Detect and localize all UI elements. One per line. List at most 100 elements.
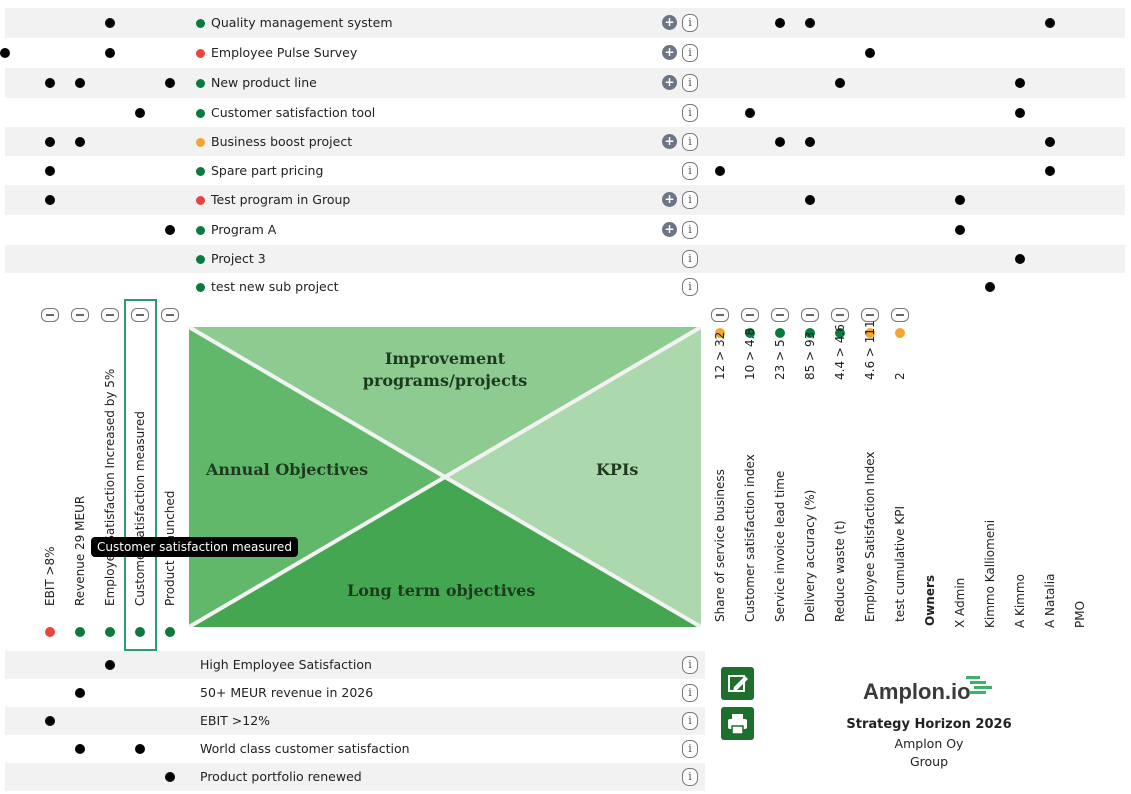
collapse-icon[interactable] (831, 308, 849, 322)
info-icon[interactable]: i (682, 740, 698, 758)
kpi-value-text: 23 > 5 (773, 339, 787, 380)
expand-plus-icon[interactable]: + (662, 133, 677, 149)
info-icon[interactable]: i (682, 161, 698, 180)
expand-plus-icon[interactable]: + (662, 15, 677, 30)
kpi-value-text: 4.6 > 111 (863, 320, 877, 380)
long-term-row[interactable] (5, 707, 705, 735)
expand-plus-icon[interactable]: + (662, 45, 677, 60)
owner-label-text: A Kimmo (1013, 574, 1027, 628)
collapse-icon[interactable] (161, 308, 179, 322)
collapse-icon[interactable] (101, 308, 119, 322)
matrix-dot (105, 660, 115, 670)
expand-plus-icon[interactable]: + (662, 75, 677, 90)
program-row[interactable] (5, 8, 1125, 38)
info-icon[interactable]: i (682, 712, 698, 730)
info-icon[interactable]: i (682, 221, 698, 239)
owner-label-text: X Admin (953, 577, 967, 628)
kpi-value-text: 4.4 > 4.6 (833, 324, 847, 380)
info-icon[interactable]: i (682, 684, 698, 702)
matrix-dot (165, 772, 175, 782)
long-term-row[interactable] (5, 651, 705, 679)
program-row[interactable] (5, 245, 1125, 273)
matrix-dot (45, 195, 55, 205)
info-icon[interactable]: i (682, 103, 698, 122)
status-dot (196, 196, 205, 205)
brand-unit: Group (909, 754, 949, 769)
matrix-dot (135, 744, 145, 754)
program-row[interactable] (5, 156, 1125, 185)
matrix-dot (745, 107, 755, 118)
collapse-icon[interactable] (131, 308, 149, 322)
edit-button[interactable] (721, 667, 754, 700)
matrix-dot (0, 48, 10, 58)
collapse-icon[interactable] (711, 308, 729, 322)
kpi-label-text: Customer satisfaction index (743, 454, 757, 622)
info-icon[interactable]: i (682, 250, 698, 268)
program-label[interactable]: test new sub project (196, 279, 339, 295)
collapse-icon[interactable] (71, 308, 89, 322)
program-row[interactable] (5, 68, 1125, 98)
print-button[interactable] (721, 707, 754, 740)
info-icon[interactable]: i (682, 191, 698, 209)
program-row[interactable] (5, 273, 1125, 301)
owner-label-text: A Natalia (1043, 573, 1057, 628)
program-label[interactable]: Employee Pulse Survey (196, 45, 357, 61)
owner-label-text: PMO (1073, 600, 1087, 628)
x-top-triangle (189, 327, 701, 477)
program-label[interactable]: Business boost project (196, 134, 352, 150)
program-row[interactable] (5, 38, 1125, 68)
print-icon (728, 714, 747, 735)
info-icon[interactable]: i (682, 656, 698, 674)
matrix-dot (105, 48, 115, 58)
status-dot (196, 166, 205, 176)
program-label[interactable]: Customer satisfaction tool (196, 105, 375, 121)
program-row[interactable] (5, 185, 1125, 215)
program-row[interactable] (5, 127, 1125, 156)
long-term-label[interactable]: 50+ MEUR revenue in 2026 (200, 685, 374, 700)
matrix-dot (165, 78, 175, 88)
collapse-icon[interactable] (801, 308, 819, 322)
long-term-label[interactable]: EBIT >12% (200, 713, 271, 728)
long-term-row[interactable] (5, 763, 705, 791)
long-term-label[interactable]: World class customer satisfaction (200, 741, 410, 756)
info-icon[interactable]: i (682, 74, 698, 92)
highlighted-column (124, 299, 157, 651)
program-label[interactable]: Spare part pricing (196, 163, 323, 179)
annual-objective-text: EBIT >8% (43, 546, 57, 606)
program-label-text: Test program in Group (211, 192, 351, 207)
matrix-dot (955, 225, 965, 235)
kpi-label-text: Service invoice lead time (773, 470, 787, 622)
expand-plus-icon[interactable]: + (662, 222, 677, 237)
status-dot (105, 627, 115, 637)
matrix-dot (165, 225, 175, 235)
program-label-text: New product line (211, 75, 317, 90)
status-dot (835, 328, 845, 338)
info-icon[interactable]: i (682, 768, 698, 786)
collapse-icon[interactable] (891, 308, 909, 322)
program-label[interactable]: Test program in Group (196, 192, 350, 208)
program-label[interactable]: Project 3 (196, 251, 266, 267)
status-dot (865, 328, 875, 338)
matrix-dot (1045, 136, 1055, 147)
collapse-icon[interactable] (741, 308, 759, 322)
program-row[interactable] (5, 98, 1125, 127)
matrix-dot (1015, 78, 1025, 88)
collapse-icon[interactable] (861, 308, 879, 322)
collapse-icon[interactable] (41, 308, 59, 322)
program-label-text: Program A (211, 222, 277, 237)
info-icon[interactable]: i (682, 44, 698, 62)
program-label[interactable]: New product line (196, 75, 317, 91)
info-icon[interactable]: i (682, 278, 698, 296)
kpi-label-text: Reduce waste (t) (833, 520, 847, 622)
info-icon[interactable]: i (682, 132, 698, 151)
collapse-icon[interactable] (771, 308, 789, 322)
kpi-label-text: Share of service business (713, 469, 727, 622)
program-label[interactable]: Program A (196, 222, 276, 238)
info-icon[interactable]: i (682, 14, 698, 32)
program-label-text: Customer satisfaction tool (211, 104, 376, 120)
expand-plus-icon[interactable]: + (662, 192, 677, 207)
x-right-label: KPIs (596, 460, 639, 479)
long-term-label[interactable]: High Employee Satisfaction (200, 657, 372, 672)
long-term-label[interactable]: Product portfolio renewed (200, 769, 362, 784)
program-label[interactable]: Quality management system (196, 15, 393, 31)
